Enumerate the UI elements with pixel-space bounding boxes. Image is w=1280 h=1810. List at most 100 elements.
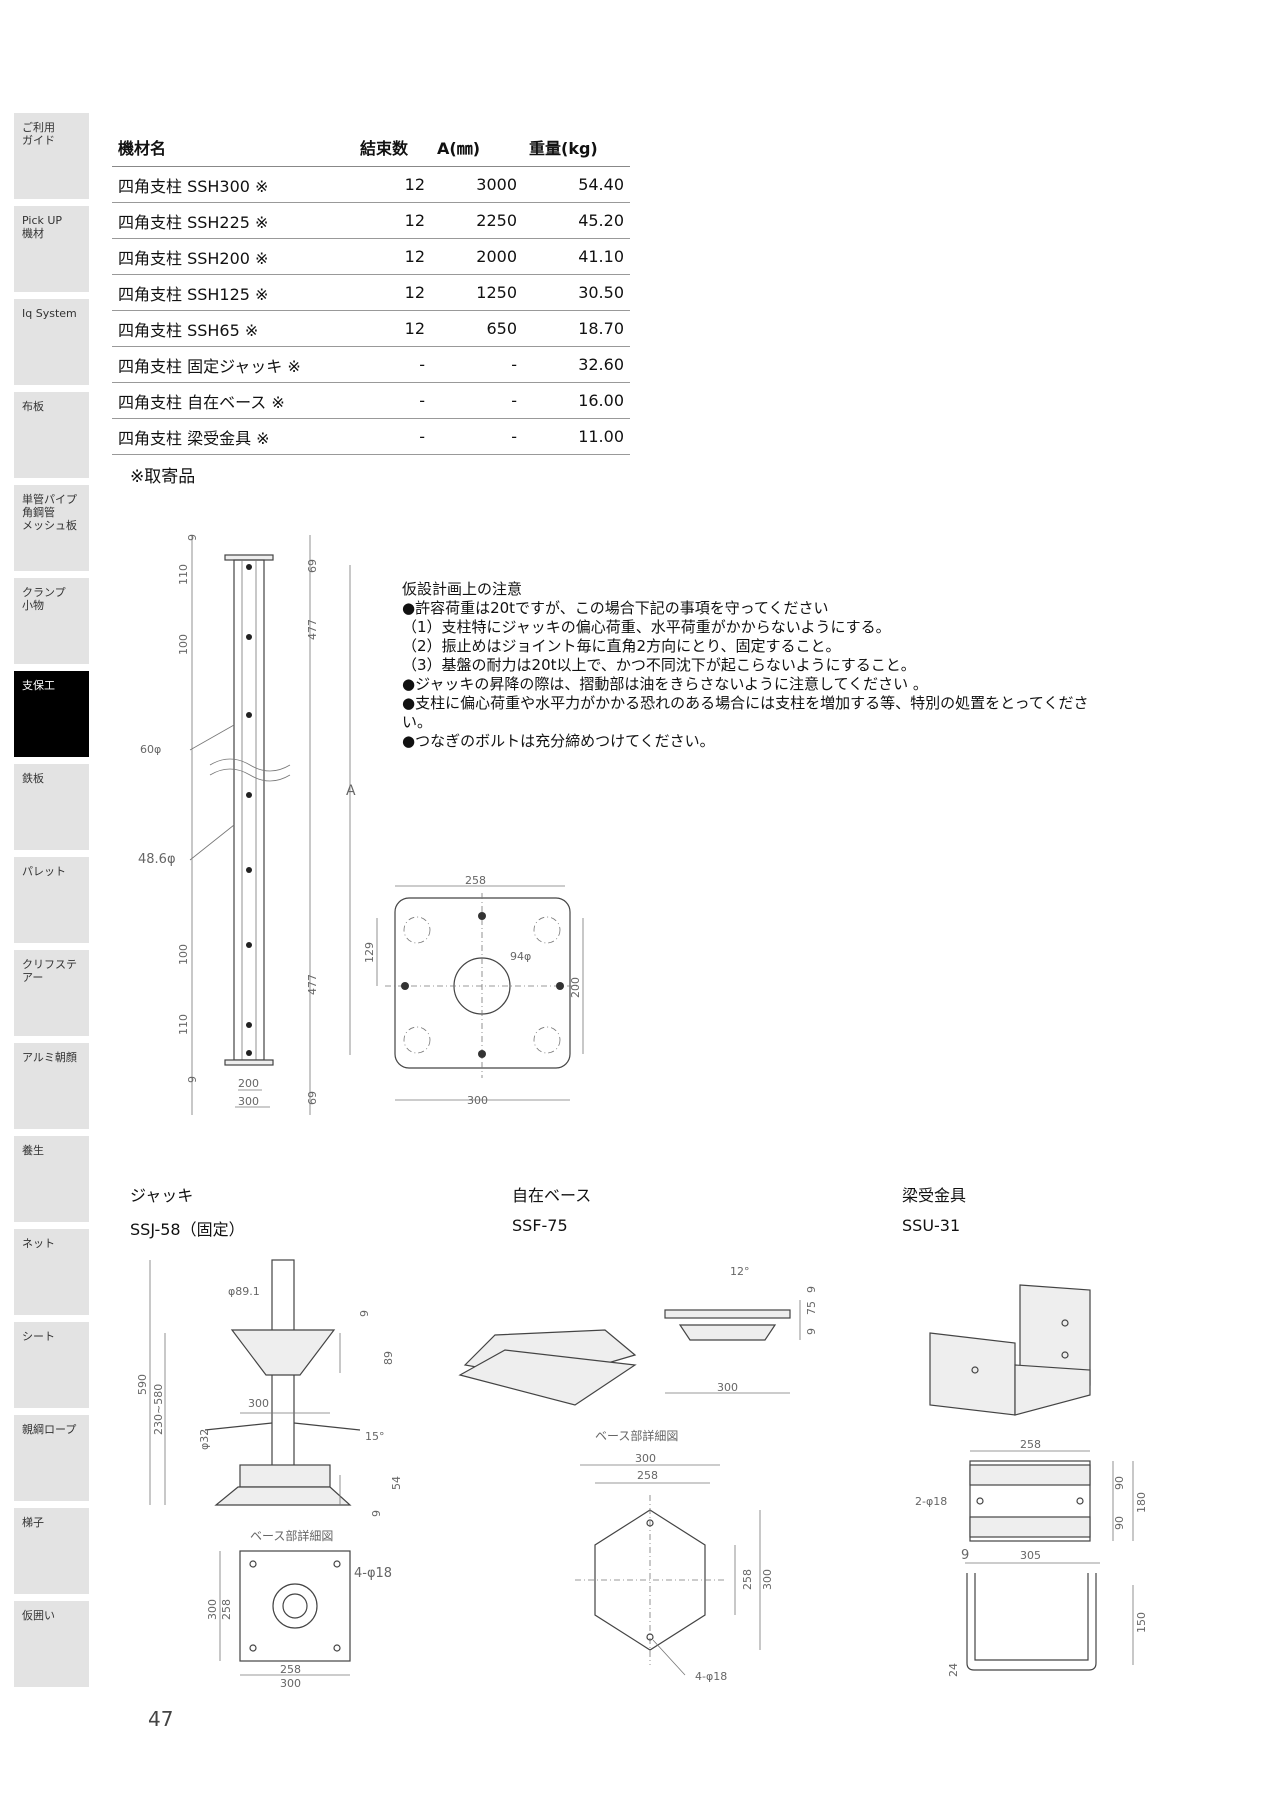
order-note: ※取寄品 bbox=[130, 467, 196, 487]
sidebar-item[interactable]: 養生 bbox=[14, 1136, 89, 1222]
sidebar-item[interactable]: 単管パイプ 角鋼管 メッシュ板 bbox=[14, 485, 89, 571]
caution-line: （1）支柱特にジャッキの偏心荷重、水平荷重がかからないようにする。 bbox=[402, 618, 891, 636]
cell-bundle: 12 bbox=[354, 238, 431, 275]
sidebar-item[interactable]: Pick UP 機材 bbox=[14, 206, 89, 292]
dim-label: 2-φ18 bbox=[915, 1495, 947, 1508]
header-weight: 重量(kg) bbox=[523, 128, 630, 167]
dim-label: 258 bbox=[465, 874, 486, 887]
dim-label: 24 bbox=[947, 1663, 960, 1677]
sidebar-item[interactable]: ネット bbox=[14, 1229, 89, 1315]
dim-label: 89 bbox=[382, 1351, 395, 1365]
sidebar-item[interactable]: Iq System bbox=[14, 299, 89, 385]
dim-label: 100 bbox=[177, 634, 190, 655]
caution-line: （2）振止めはジョイント毎に直角2方向にとり、固定すること。 bbox=[402, 637, 841, 655]
cell-name: 四角支柱 SSH65 ※ bbox=[112, 310, 354, 347]
dim-label: 258 bbox=[741, 1569, 754, 1590]
dim-label: 258 bbox=[220, 1599, 233, 1620]
cell-a: - bbox=[431, 418, 523, 455]
cell-name: 四角支柱 SSH225 ※ bbox=[112, 202, 354, 239]
dim-label: 129 bbox=[363, 942, 376, 963]
dim-label: 9 bbox=[186, 534, 199, 541]
cell-a: 2000 bbox=[431, 238, 523, 275]
caution-title: 仮設計画上の注意 bbox=[402, 580, 523, 598]
dim-label: 300 bbox=[206, 1599, 219, 1620]
cell-weight: 18.70 bbox=[523, 310, 630, 347]
product-name-base: 自在ベース bbox=[512, 1186, 592, 1205]
sidebar-item[interactable]: シート bbox=[14, 1322, 89, 1408]
dim-label: 300 bbox=[238, 1095, 259, 1108]
sidebar-item[interactable]: クランプ 小物 bbox=[14, 578, 89, 664]
dim-label: 477 bbox=[306, 974, 319, 995]
dim-label: 90 bbox=[1113, 1476, 1126, 1490]
product-code-beam: SSU-31 bbox=[902, 1216, 961, 1235]
dim-label: 48.6φ bbox=[138, 852, 176, 867]
cell-weight: 32.60 bbox=[523, 346, 630, 383]
table-row: 四角支柱 自在ベース ※--16.00 bbox=[112, 382, 630, 419]
dim-label: 477 bbox=[306, 619, 319, 640]
cell-weight: 41.10 bbox=[523, 238, 630, 275]
dim-label: 258 bbox=[1020, 1438, 1041, 1451]
sidebar-item[interactable]: 仮囲い bbox=[14, 1601, 89, 1687]
cell-weight: 11.00 bbox=[523, 418, 630, 455]
header-a: A(㎜) bbox=[431, 128, 523, 167]
sidebar-item[interactable]: 梯子 bbox=[14, 1508, 89, 1594]
caution-line: ●ジャッキの昇降の際は、摺動部は油をきらさないように注意してください 。 bbox=[402, 675, 928, 693]
dim-label: 69 bbox=[306, 559, 319, 573]
sidebar-item[interactable]: 鉄板 bbox=[14, 764, 89, 850]
sidebar-item[interactable]: 親綱ロープ bbox=[14, 1415, 89, 1501]
dim-label: 110 bbox=[177, 564, 190, 585]
cell-bundle: - bbox=[354, 418, 431, 455]
dim-label: 230~580 bbox=[152, 1384, 165, 1435]
plate-drawing: 258 129 94φ 200 300 bbox=[363, 874, 584, 1107]
cell-weight: 30.50 bbox=[523, 274, 630, 311]
dim-label: 300 bbox=[761, 1569, 774, 1590]
dim-label: 9 bbox=[805, 1328, 818, 1335]
dim-label: 258 bbox=[280, 1663, 301, 1676]
dim-label: 200 bbox=[238, 1077, 259, 1090]
dim-label: 100 bbox=[177, 944, 190, 965]
dim-label: 4-φ18 bbox=[695, 1670, 727, 1683]
column-drawing: 9 110 100 69 477 60φ A 48.6φ 100 110 477… bbox=[138, 534, 356, 1115]
dim-label: 15° bbox=[365, 1430, 385, 1443]
spec-table-header: 機材名 結束数 A(㎜) 重量(kg) bbox=[112, 128, 630, 167]
page-number: 47 bbox=[148, 1707, 174, 1731]
dim-label: 94φ bbox=[510, 950, 531, 963]
dim-label: 75 bbox=[805, 1301, 818, 1315]
caution-line: ●つなぎのボルトは充分締めつけてください。 bbox=[402, 732, 715, 750]
jack-drawing: φ89.1 9 89 590 230~580 300 φ32 15° 54 9 … bbox=[136, 1259, 403, 1690]
dim-label: 9 bbox=[805, 1286, 818, 1293]
cell-weight: 16.00 bbox=[523, 382, 630, 419]
dim-label: 300 bbox=[248, 1397, 269, 1410]
dim-label: 9 bbox=[358, 1310, 371, 1317]
header-bundle: 結束数 bbox=[354, 128, 431, 167]
sidebar-item[interactable]: クリフステ アー bbox=[14, 950, 89, 1036]
dim-label: φ89.1 bbox=[228, 1285, 260, 1298]
sidebar-item[interactable]: パレット bbox=[14, 857, 89, 943]
cell-a: 1250 bbox=[431, 274, 523, 311]
cell-a: - bbox=[431, 346, 523, 383]
cell-weight: 45.20 bbox=[523, 202, 630, 239]
dim-label: 54 bbox=[390, 1476, 403, 1490]
caution-line: （3）基盤の耐力は20t以上で、かつ不同沈下が起こらないようにすること。 bbox=[402, 656, 916, 674]
product-name-beam: 梁受金具 bbox=[902, 1186, 967, 1205]
dim-label: 200 bbox=[569, 977, 582, 998]
dim-label: 4-φ18 bbox=[354, 1566, 392, 1581]
cell-bundle: 12 bbox=[354, 166, 431, 203]
caution-line: ●許容荷重は20tですが、この場合下記の事項を守ってください bbox=[402, 599, 829, 617]
dim-label: 180 bbox=[1135, 1492, 1148, 1513]
dim-label: 305 bbox=[1020, 1549, 1041, 1562]
dim-label: 300 bbox=[717, 1381, 738, 1394]
cell-bundle: 12 bbox=[354, 202, 431, 239]
caution-line: ●支柱に偏心荷重や水平力がかかる恐れのある場合には支柱を増加する等、特別の処置を… bbox=[402, 694, 1089, 712]
sidebar-item[interactable]: 支保工 bbox=[14, 671, 89, 757]
sidebar-item[interactable]: ご利用 ガイド bbox=[14, 113, 89, 199]
dim-label: 150 bbox=[1135, 1612, 1148, 1633]
sidebar-item[interactable]: アルミ朝顔 bbox=[14, 1043, 89, 1129]
sidebar-item[interactable]: 布板 bbox=[14, 392, 89, 478]
